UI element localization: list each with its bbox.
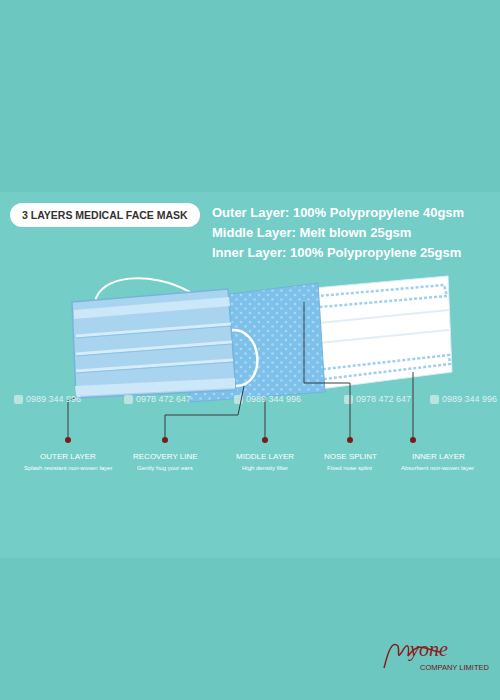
band [0,192,500,558]
title-text: 3 LAYERS MEDICAL FACE MASK [22,209,188,221]
watermark-icon [14,395,439,404]
part-name: OUTER LAYER [40,452,96,461]
part-note: Absorbent non-woven layer [401,465,474,472]
leader-dot [65,437,416,443]
watermark: 0989 344 996 [442,394,497,404]
watermark: 0989 344 996 [26,394,81,404]
spec-line: Middle Layer: Melt blown 25gsm [212,226,411,241]
watermark: 0978 472 647 [136,394,191,404]
spec-line: Outer Layer: 100% Polypropylene 40gsm [212,206,464,221]
part-note: Splash resistant non-woven layer [24,465,112,472]
part-note: Gently hug your ears [137,465,193,472]
title-pill: 3 LAYERS MEDICAL FACE MASK [10,203,200,227]
leader-line [68,302,413,438]
part-name: INNER LAYER [412,452,465,461]
logo-subtext: COMPANY LIMITED [420,664,489,673]
spec-line: Inner Layer: 100% Polypropylene 25gsm [212,246,461,261]
part-name: RECOVERY LINE [133,452,198,461]
outer-layer [72,278,257,398]
part-name: NOSE SPLINT [324,452,377,461]
logo-text: yone [410,638,448,661]
watermark: 0978 472 647 [356,394,411,404]
part-note: Fixed nose splint [327,465,372,472]
part-note: High density filter [242,465,288,472]
watermark: 0989 344 996 [246,394,301,404]
part-name: MIDDLE LAYER [236,452,294,461]
